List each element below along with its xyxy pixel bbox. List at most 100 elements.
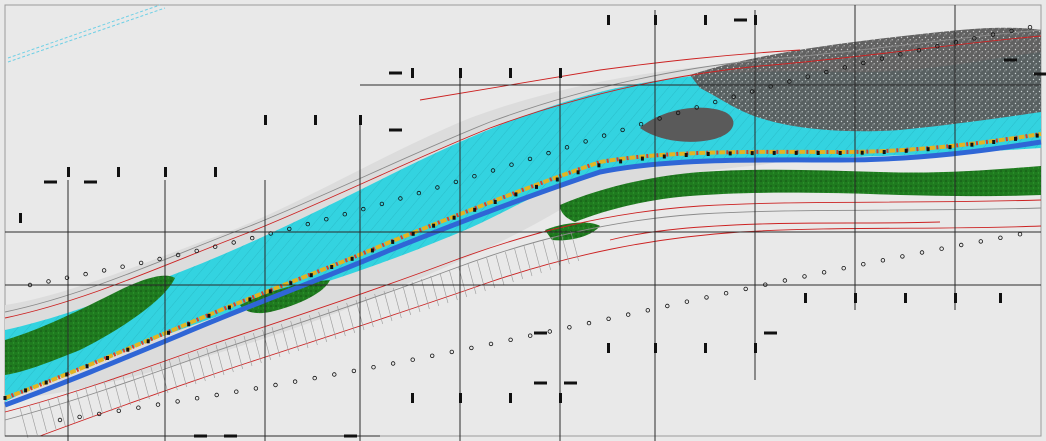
survey-point	[763, 282, 768, 287]
chainage-tick	[391, 239, 395, 244]
chainage-tick	[750, 151, 754, 156]
survey-point	[469, 345, 474, 351]
section-marker	[854, 293, 857, 303]
contour-line	[419, 49, 801, 101]
contour-line	[4, 29, 1042, 313]
survey-point	[768, 84, 773, 89]
chainage-tick	[3, 396, 7, 400]
chainage-tick	[597, 163, 601, 168]
survey-point	[305, 221, 310, 227]
bank-hatch-line	[533, 242, 542, 274]
survey-point	[861, 262, 866, 267]
survey-point	[101, 268, 107, 273]
chainage-tick	[268, 289, 272, 294]
bank-hatch-line	[318, 311, 327, 343]
river-centerline	[4, 139, 1042, 408]
survey-point	[841, 266, 846, 271]
section-marker	[214, 167, 217, 177]
section-dash	[734, 18, 747, 22]
chainage-tick	[167, 330, 170, 335]
bank-hatch-line	[542, 239, 551, 271]
bank-hatch-line	[131, 371, 141, 403]
survey-point	[398, 196, 403, 201]
bank-hatch-line	[103, 380, 113, 412]
bank-hatch-line	[561, 233, 570, 265]
bank-hatch-line	[365, 296, 374, 328]
chainage-tick	[106, 356, 109, 360]
section-dash	[344, 434, 357, 438]
section-marker	[954, 293, 957, 303]
survey-point	[601, 133, 607, 138]
bank-hatch-line	[570, 230, 579, 262]
survey-point	[782, 278, 788, 283]
chainage-tick	[816, 151, 820, 155]
survey-point	[665, 303, 670, 309]
survey-point	[564, 145, 570, 150]
bank-hatch-line	[346, 302, 355, 334]
survey-point	[231, 240, 236, 245]
survey-point	[547, 329, 552, 334]
section-dash	[84, 180, 97, 184]
chainage-tick	[187, 322, 191, 327]
chainage-tick	[684, 153, 688, 157]
section-marker	[509, 68, 512, 78]
survey-point	[606, 316, 611, 321]
chainage-tick	[350, 256, 354, 261]
bank-hatch-line	[187, 353, 197, 385]
survey-point	[472, 173, 477, 179]
chainage-tick	[330, 265, 334, 269]
chainage-tick	[728, 151, 732, 156]
bank-hatch-line	[514, 248, 523, 280]
bank-hatch-line	[253, 332, 262, 364]
survey-point	[155, 402, 161, 407]
survey-point	[273, 382, 278, 388]
section-dash	[564, 381, 577, 385]
survey-point	[449, 349, 454, 355]
survey-point	[567, 325, 572, 330]
survey-point	[435, 185, 440, 190]
bank-hatch-line	[402, 284, 411, 316]
bank-hatch-line	[234, 338, 243, 370]
chainage-tick	[1014, 136, 1017, 141]
section-marker	[607, 343, 610, 353]
section-marker	[999, 293, 1002, 303]
survey-point	[645, 308, 650, 313]
bank-hatch-line	[486, 257, 495, 289]
section-marker	[559, 393, 562, 403]
survey-point	[138, 260, 144, 266]
chainage-tick	[473, 207, 477, 212]
survey-point	[1009, 28, 1014, 34]
survey-point	[194, 248, 199, 254]
survey-point	[390, 361, 396, 366]
section-dash	[194, 434, 207, 438]
section-dash	[44, 180, 57, 184]
survey-point	[743, 286, 748, 292]
chainage-tick	[227, 305, 231, 310]
chainage-tick	[411, 231, 415, 236]
bank-hatch-line	[411, 281, 421, 313]
survey-point	[879, 56, 885, 61]
survey-point	[287, 226, 292, 232]
grid-lines	[5, 5, 1041, 441]
section-dash	[224, 434, 237, 438]
section-marker	[264, 115, 267, 125]
section-dash	[534, 381, 547, 385]
chainage-tick	[619, 159, 623, 164]
survey-point	[332, 372, 337, 377]
chainage-tick	[309, 273, 313, 278]
chainage-tick	[555, 177, 559, 182]
chainage-tick	[289, 281, 293, 286]
chainage-tick	[370, 248, 374, 253]
survey-point	[136, 405, 141, 410]
bank-hatch-line	[122, 374, 131, 406]
bank-hatch-line	[421, 278, 430, 310]
chainage-tick	[126, 347, 130, 352]
chainage-tick	[207, 313, 211, 318]
bank-hatch-line	[150, 365, 159, 397]
survey-point	[268, 231, 273, 236]
bank-hatch-line	[29, 404, 38, 436]
survey-point	[194, 396, 200, 401]
contour-line	[39, 225, 1042, 437]
